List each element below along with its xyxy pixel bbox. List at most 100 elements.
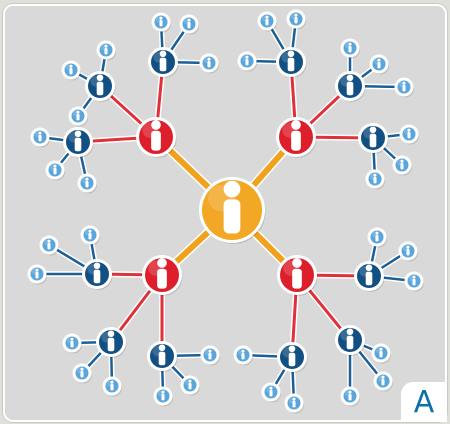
member-node bbox=[147, 341, 178, 372]
person-icon bbox=[80, 367, 84, 378]
leaf-node bbox=[369, 54, 389, 75]
person-icon-head bbox=[47, 239, 51, 243]
person-icon bbox=[287, 50, 295, 72]
person-icon-body bbox=[187, 22, 191, 29]
person-icon bbox=[161, 390, 165, 401]
person-icon-head bbox=[412, 275, 416, 279]
person-icon bbox=[412, 275, 416, 286]
person-icon-head bbox=[74, 130, 82, 138]
person-icon-head bbox=[369, 126, 377, 134]
hub-node bbox=[142, 255, 183, 296]
member-node bbox=[148, 47, 179, 78]
person-icon bbox=[373, 173, 377, 184]
person-icon-body bbox=[381, 379, 385, 386]
person-icon-body bbox=[292, 268, 302, 289]
member-node bbox=[276, 47, 307, 78]
person-icon-head bbox=[188, 379, 192, 383]
person-icon-body bbox=[348, 394, 352, 401]
person-icon-body bbox=[265, 19, 269, 26]
person-icon bbox=[110, 380, 114, 391]
person-icon-head bbox=[375, 231, 379, 235]
person-icon bbox=[93, 262, 101, 284]
person-icon bbox=[269, 386, 273, 397]
person-icon bbox=[381, 375, 385, 386]
person-icon-head bbox=[159, 16, 163, 20]
person-icon-head bbox=[265, 15, 269, 19]
person-icon-head bbox=[292, 258, 302, 268]
person-icon bbox=[346, 328, 354, 350]
person-icon-head bbox=[288, 345, 296, 353]
person-icon-body bbox=[88, 233, 92, 240]
leaf-node bbox=[199, 53, 219, 74]
person-icon-body bbox=[379, 351, 383, 358]
person-icon bbox=[294, 13, 298, 24]
member-node bbox=[354, 261, 385, 292]
person-icon bbox=[70, 337, 74, 348]
person-icon-head bbox=[365, 264, 373, 272]
person-icon bbox=[406, 245, 410, 256]
person-icon bbox=[245, 55, 249, 66]
person-icon bbox=[35, 268, 39, 279]
nodes bbox=[27, 9, 424, 414]
leaf-node bbox=[61, 60, 81, 81]
hub-node bbox=[136, 117, 177, 158]
person-icon bbox=[265, 15, 269, 26]
leaf-node bbox=[373, 371, 393, 392]
person-icon bbox=[288, 345, 296, 367]
person-icon bbox=[348, 390, 352, 401]
person-icon-body bbox=[400, 163, 404, 170]
person-icon-head bbox=[76, 110, 80, 114]
leaf-node bbox=[96, 40, 116, 61]
person-icon-body bbox=[159, 57, 167, 72]
person-icon bbox=[107, 330, 115, 352]
person-icon-body bbox=[47, 243, 51, 250]
leaf-node bbox=[399, 124, 419, 145]
person-icon-head bbox=[157, 258, 167, 268]
member-node bbox=[358, 123, 389, 154]
person-icon bbox=[85, 177, 89, 188]
person-icon-head bbox=[104, 44, 108, 48]
person-icon-head bbox=[159, 50, 167, 58]
person-icon bbox=[159, 50, 167, 72]
person-icon-head bbox=[107, 330, 115, 338]
person-icon-body bbox=[188, 383, 192, 390]
person-icon-head bbox=[402, 81, 406, 85]
person-icon bbox=[208, 349, 212, 360]
leaf-node bbox=[392, 155, 412, 176]
person-icon bbox=[348, 42, 352, 53]
center-node bbox=[199, 177, 266, 244]
leaf-node bbox=[62, 333, 82, 354]
person-icon bbox=[402, 81, 406, 92]
person-icon-head bbox=[400, 159, 404, 163]
person-icon-head bbox=[346, 74, 354, 82]
person-icon-head bbox=[35, 268, 39, 272]
person-icon-head bbox=[187, 18, 191, 22]
person-icon bbox=[346, 74, 354, 96]
leaf-node bbox=[233, 345, 253, 366]
leaf-node bbox=[102, 376, 122, 397]
person-icon bbox=[379, 347, 383, 358]
person-icon-body bbox=[291, 130, 301, 151]
person-icon-body bbox=[107, 337, 115, 352]
person-icon bbox=[223, 180, 241, 234]
person-icon bbox=[151, 120, 161, 151]
person-icon bbox=[47, 239, 51, 250]
leaf-node bbox=[180, 375, 200, 396]
leaf-node bbox=[30, 127, 50, 148]
person-icon-head bbox=[291, 120, 301, 130]
leaf-node bbox=[80, 225, 100, 246]
person-icon-head bbox=[269, 386, 273, 390]
person-icon-body bbox=[158, 351, 166, 366]
person-icon-body bbox=[375, 235, 379, 242]
leaf-node bbox=[365, 169, 385, 190]
person-icon-head bbox=[292, 397, 296, 401]
person-icon-head bbox=[161, 390, 165, 394]
person-icon-body bbox=[348, 46, 352, 53]
person-icon bbox=[104, 44, 108, 55]
person-icon-head bbox=[93, 262, 101, 270]
person-icon bbox=[69, 64, 73, 75]
leaf-node bbox=[77, 173, 97, 194]
person-icon bbox=[188, 379, 192, 390]
person-icon-head bbox=[287, 50, 295, 58]
